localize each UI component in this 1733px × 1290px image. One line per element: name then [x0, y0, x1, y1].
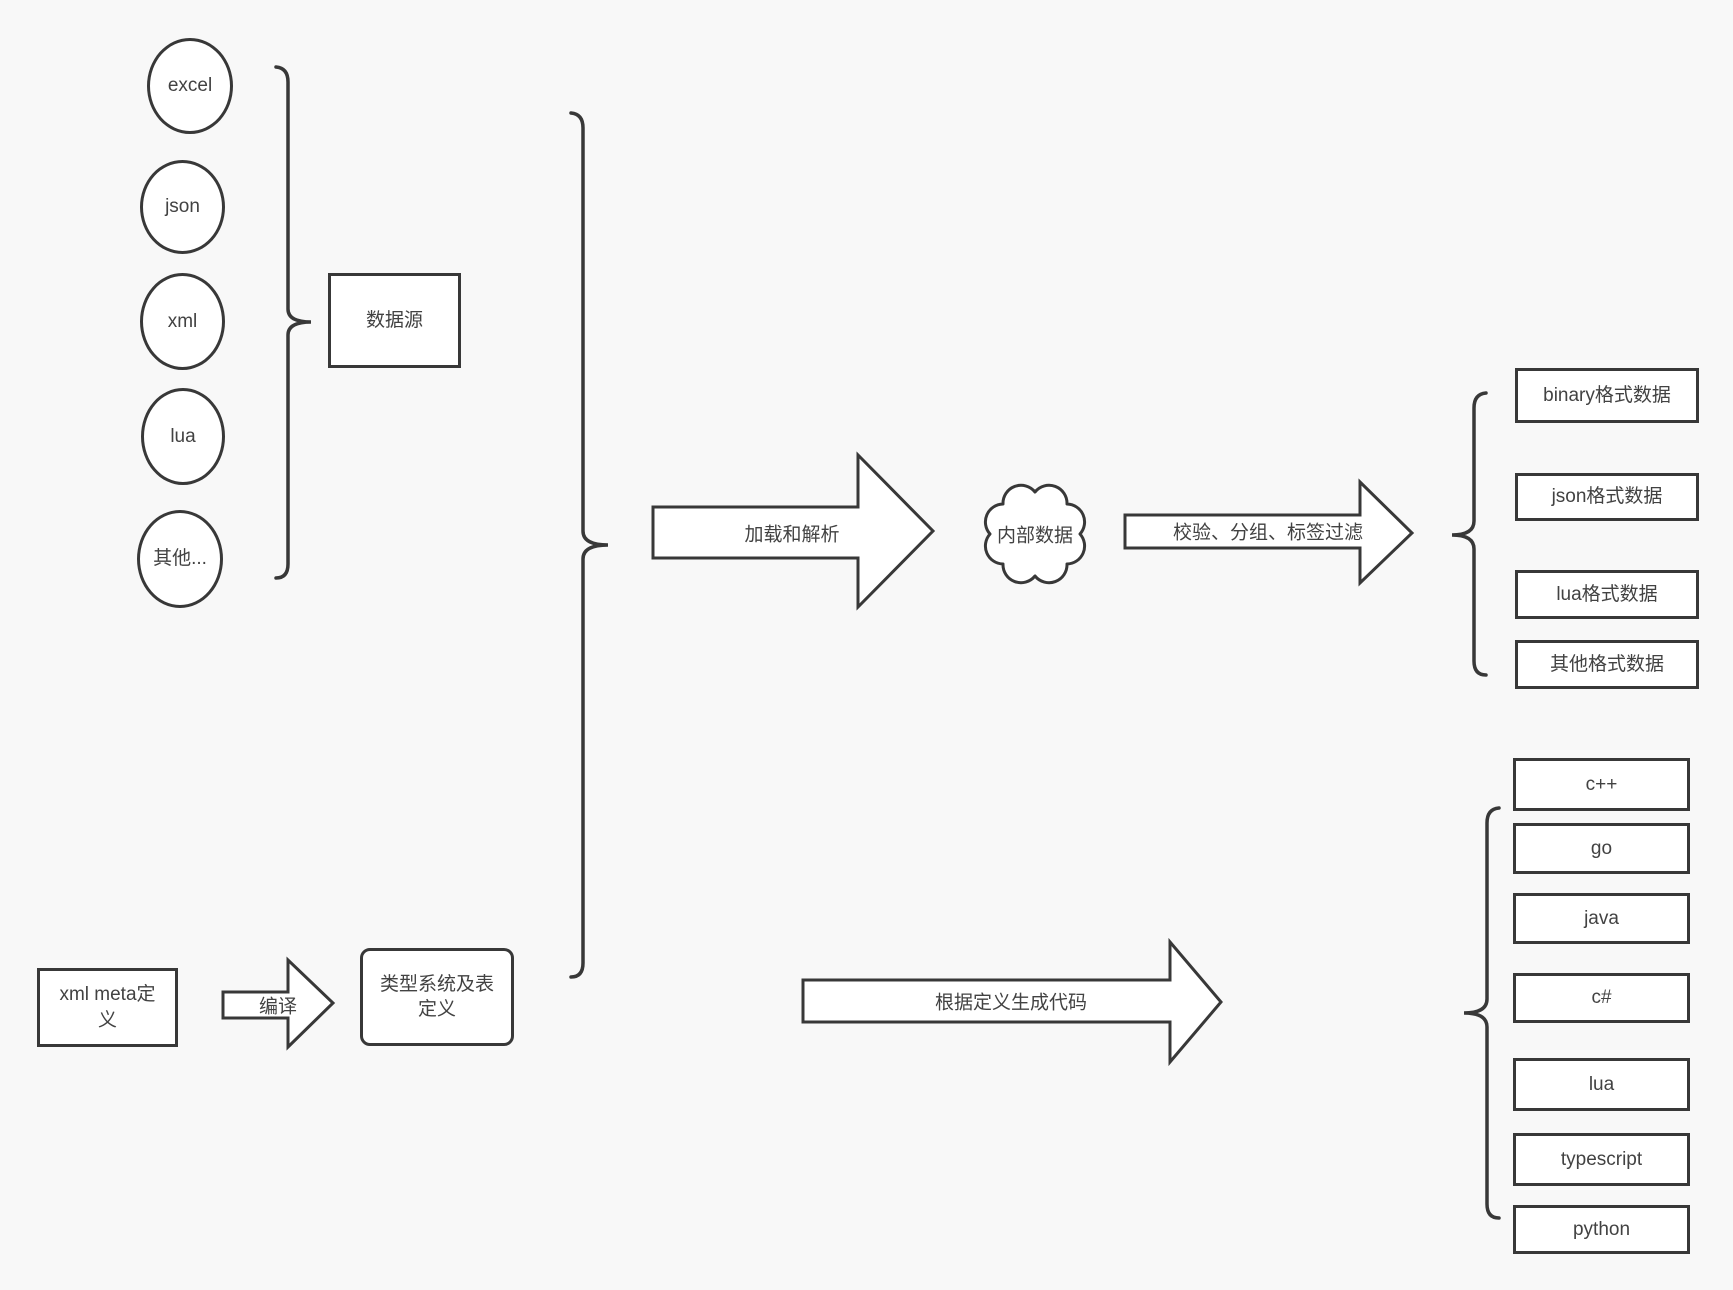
language-box-csharp: c# — [1513, 973, 1690, 1023]
language-box-typescript: typescript — [1513, 1133, 1690, 1186]
internal-data-label: 内部数据 — [996, 525, 1074, 547]
language-box-go: go — [1513, 823, 1690, 874]
output-format-other-box: 其他格式数据 — [1515, 640, 1699, 689]
source-node-xml: xml — [140, 273, 225, 370]
source-node-excel: excel — [147, 38, 233, 134]
language-box-java: java — [1513, 893, 1690, 944]
load-parse-arrow-label: 加载和解析 — [744, 524, 840, 546]
brace-all-definitions — [569, 111, 609, 979]
data-source-box: 数据源 — [328, 273, 461, 368]
brace-output-formats — [1451, 391, 1488, 677]
xml-meta-definition-box: xml meta定义 — [37, 968, 178, 1047]
compile-arrow-label: 编译 — [258, 996, 298, 1018]
source-node-lua: lua — [141, 388, 225, 485]
internal-data-cloud-shape — [983, 483, 1087, 585]
output-format-binary-box: binary格式数据 — [1515, 368, 1699, 423]
load-parse-arrow-shape — [651, 451, 936, 611]
codegen-arrow-label: 根据定义生成代码 — [934, 992, 1088, 1014]
language-box-cpp: c++ — [1513, 758, 1690, 811]
language-box-lua: lua — [1513, 1058, 1690, 1111]
filter-arrow-shape — [1123, 478, 1415, 587]
type-system-box: 类型系统及表定义 — [360, 948, 514, 1046]
compile-arrow-shape — [221, 956, 336, 1051]
output-format-lua-box: lua格式数据 — [1515, 570, 1699, 619]
source-node-json: json — [140, 160, 225, 254]
filter-arrow-label: 校验、分组、标签过滤 — [1172, 522, 1364, 544]
brace-languages — [1463, 806, 1501, 1220]
brace-sources — [274, 65, 312, 580]
source-node-other: 其他... — [137, 510, 223, 608]
output-format-json-box: json格式数据 — [1515, 473, 1699, 521]
codegen-arrow-shape — [801, 937, 1223, 1067]
language-box-python: python — [1513, 1205, 1690, 1254]
